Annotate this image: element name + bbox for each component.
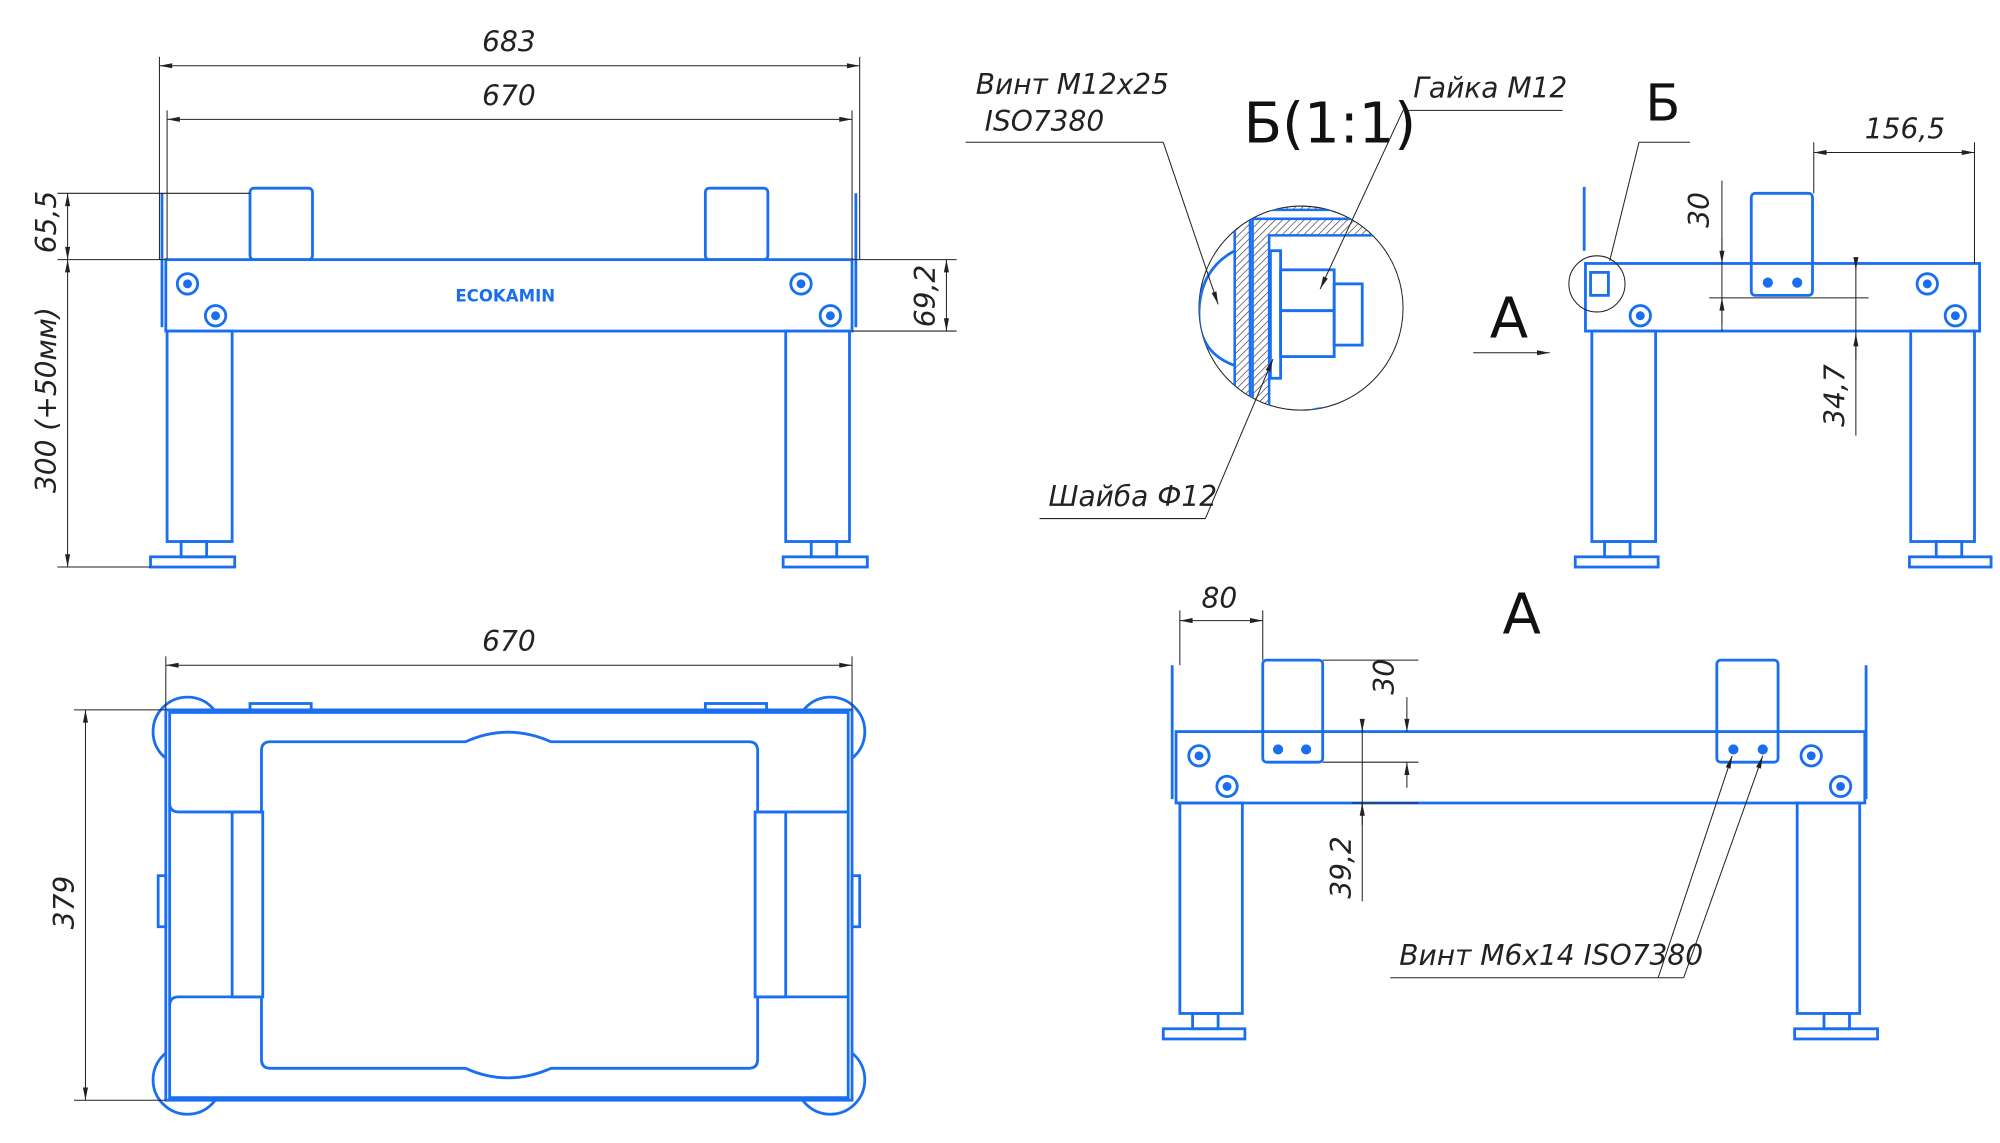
dim-65-5: 65,5 xyxy=(30,191,63,253)
top-view: 670 379 xyxy=(48,625,867,1116)
foot-stem xyxy=(809,540,839,559)
view-a: А 80 30 39,2 Винт М6х14 ISO7380 xyxy=(1161,582,1879,1041)
bolt-icon xyxy=(1943,304,1967,328)
bolt-icon xyxy=(1828,774,1853,799)
bolt-icon xyxy=(789,272,813,296)
bolt-icon xyxy=(1628,304,1652,328)
dim-80: 80 xyxy=(1202,582,1238,615)
bolt-icon xyxy=(1187,744,1211,768)
leg xyxy=(784,329,851,543)
view-a-title: А xyxy=(1503,582,1541,647)
detail-marker: Б xyxy=(1645,75,1680,134)
brand-logo: ECOKAMIN xyxy=(455,287,555,306)
bolt-label-2: ISO7380 xyxy=(985,105,1105,138)
dim-30: 30 xyxy=(1683,192,1716,228)
bolt-icon xyxy=(175,272,200,296)
dim-156-5: 156,5 xyxy=(1865,112,1945,145)
frame-outline xyxy=(164,708,854,1102)
post xyxy=(248,186,314,262)
dim-30-a: 30 xyxy=(1368,659,1401,695)
bolt-icon xyxy=(1915,272,1939,296)
foot-plate xyxy=(781,555,869,569)
front-view: ECOKAMIN 683 670 65,5 300 (+50мм) 69,2 xyxy=(30,26,957,569)
leg xyxy=(165,329,234,543)
view-arrow-label: А xyxy=(1490,286,1528,351)
bolt-icon xyxy=(1215,774,1239,799)
detail-marker-circle xyxy=(1568,255,1626,313)
foot-plate xyxy=(149,555,237,569)
bolt-icon xyxy=(203,304,228,328)
foot-stem xyxy=(179,540,209,559)
screw-label: Винт М6х14 ISO7380 xyxy=(1399,939,1703,972)
detail-view: Б(1:1) Винт М12х25 ISO7380 Гайка М12 Шай… xyxy=(965,68,1567,520)
detail-title: Б(1:1) xyxy=(1244,91,1417,156)
bolt-icon xyxy=(818,304,842,328)
dim-683: 683 xyxy=(482,26,536,59)
dim-670: 670 xyxy=(482,79,536,112)
dim-670-top: 670 xyxy=(482,625,536,658)
bolt-label-1: Винт М12х25 xyxy=(976,68,1169,101)
post xyxy=(703,186,770,262)
dim-379: 379 xyxy=(48,876,81,930)
side-view: Б А 156,5 30 34,7 xyxy=(1473,75,1993,569)
frame-beam xyxy=(164,258,854,333)
dim-300: 300 (+50мм) xyxy=(30,307,63,493)
washer-label: Шайба Ф12 xyxy=(1048,480,1217,513)
dim-34-7: 34,7 xyxy=(1818,364,1851,427)
nut-label: Гайка М12 xyxy=(1413,72,1567,105)
dim-69-2: 69,2 xyxy=(909,265,942,327)
bolt-icon xyxy=(1799,744,1823,768)
dim-39-2: 39,2 xyxy=(1325,836,1358,898)
